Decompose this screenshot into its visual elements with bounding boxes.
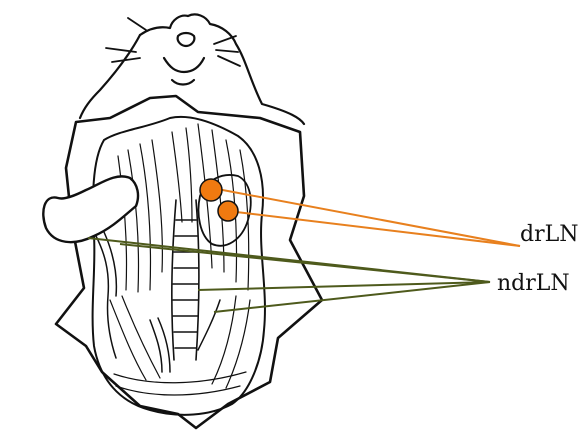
drln-line-2 bbox=[228, 211, 520, 246]
drln-connectors bbox=[212, 188, 520, 246]
drln-line-1 bbox=[212, 188, 520, 246]
trachea bbox=[172, 200, 199, 360]
drln-label: drLN bbox=[520, 222, 578, 247]
drln-node-2 bbox=[218, 201, 238, 221]
drln-node-1 bbox=[200, 179, 222, 201]
ndrln-connectors bbox=[88, 238, 490, 312]
ndrln-line-2 bbox=[120, 244, 490, 282]
pulled-tissue-flap bbox=[43, 176, 138, 242]
ndrln-label: ndrLN bbox=[497, 271, 570, 296]
skin-flap bbox=[56, 96, 322, 428]
draining-lymph-nodes bbox=[200, 179, 238, 221]
muscle-fibers bbox=[110, 124, 250, 395]
